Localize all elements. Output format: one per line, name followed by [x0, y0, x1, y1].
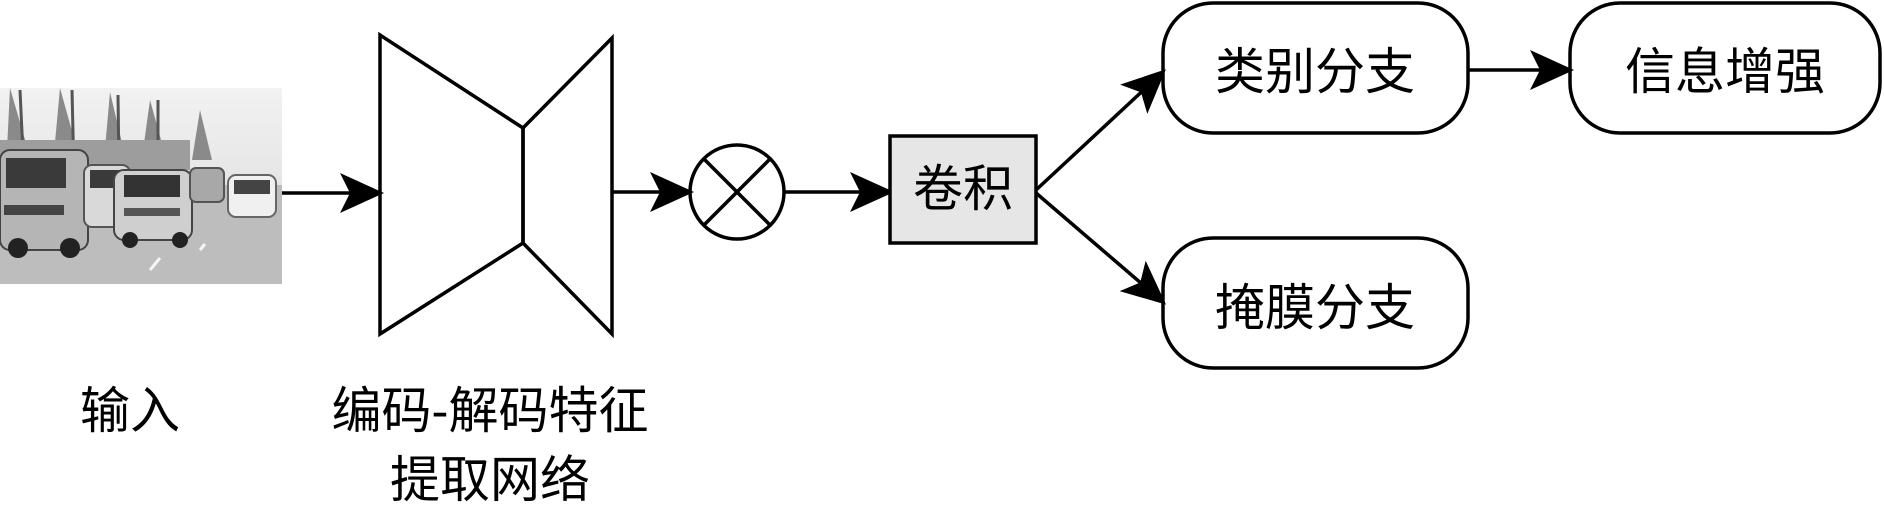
class-branch-box: 类别分支 [1161, 1, 1470, 135]
circle-times-icon [688, 143, 786, 241]
encoder-decoder-block [378, 31, 614, 339]
input-caption: 输入 [80, 382, 180, 440]
arrow-conv-to-class-branch [1034, 69, 1166, 192]
input-street-image [0, 88, 282, 284]
encoder-caption-line1: 编码-解码特征 [332, 382, 649, 440]
arrow-conv-to-mask-branch [1034, 191, 1167, 305]
conv-label: 卷积 [913, 160, 1013, 218]
mask-branch-box: 掩膜分支 [1161, 236, 1470, 370]
info-enhance-box: 信息增强 [1568, 1, 1882, 135]
class-branch-label: 类别分支 [1215, 43, 1415, 101]
conv-box: 卷积 [888, 134, 1038, 245]
mask-branch-label: 掩膜分支 [1215, 279, 1415, 337]
encoder-caption-line2: 提取网络 [390, 451, 590, 509]
info-enhance-label: 信息增强 [1625, 43, 1825, 101]
